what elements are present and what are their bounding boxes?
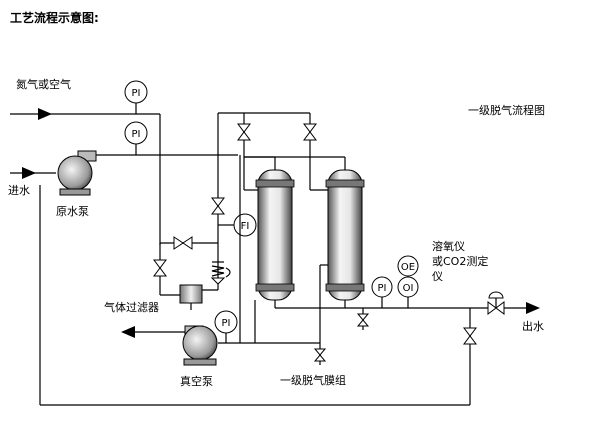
pi-gauge-vacuum: PI (214, 310, 238, 334)
outlet-control-valve[interactable] (487, 291, 505, 315)
water-inlet-line (10, 144, 238, 179)
analyzer-label-line2: 或CO2测定 (432, 254, 488, 268)
drain-valve-2[interactable] (313, 343, 327, 365)
pi-gauge-water: PI (124, 121, 148, 145)
svg-text:FI: FI (241, 221, 250, 232)
gas-filter-label: 气体过滤器 (104, 300, 159, 314)
drain-valve-1[interactable] (356, 308, 370, 330)
svg-text:PI: PI (378, 283, 387, 294)
pi-gauge-outlet: PI (371, 276, 393, 298)
oe-sensor: OE (397, 255, 419, 277)
analyzer-label-line1: 溶氧仪 (432, 239, 465, 253)
svg-text:OI: OI (403, 283, 414, 294)
water-out-label: 出水 (522, 319, 544, 333)
diagram-title: 一级脱气流程图 (468, 103, 545, 117)
svg-text:OE: OE (401, 262, 415, 273)
column-piping (239, 155, 464, 344)
pressure-regulator[interactable] (210, 261, 231, 285)
svg-text:PI: PI (222, 318, 231, 329)
oi-indicator: OI (397, 276, 419, 298)
raw-water-pump (57, 150, 97, 196)
outlet-line (381, 297, 540, 314)
page-title: 工艺流程示意图: (10, 10, 99, 25)
membrane-group-label: 一级脱气膜组 (280, 373, 346, 387)
recirculation-loop (39, 185, 471, 406)
recirculation-valve[interactable] (463, 327, 477, 345)
pi-gauge-gas: PI (124, 80, 148, 104)
fi-gauge: FI (233, 213, 257, 237)
gas-filter (179, 284, 203, 310)
water-inlet-label: 进水 (8, 184, 30, 197)
svg-text:PI: PI (132, 129, 141, 140)
valve-top-left[interactable] (237, 123, 251, 141)
analyzer-label-line3: 仪 (432, 270, 443, 283)
gas-inlet-label: 氮气或空气 (16, 77, 71, 91)
gas-side-piping (159, 155, 234, 296)
gas-inlet-line (10, 103, 161, 245)
valve-gas-bypass[interactable] (173, 236, 193, 250)
valve-gas-right[interactable] (211, 197, 225, 215)
valve-gas-left[interactable] (153, 259, 167, 277)
raw-pump-label: 原水泵 (56, 205, 89, 218)
valve-top-right[interactable] (303, 123, 317, 141)
membrane-column-1 (255, 169, 295, 301)
vacuum-pump (182, 325, 218, 366)
vacuum-pump-label: 真空泵 (180, 374, 213, 388)
membrane-column-2 (325, 169, 365, 301)
svg-text:PI: PI (132, 88, 141, 99)
